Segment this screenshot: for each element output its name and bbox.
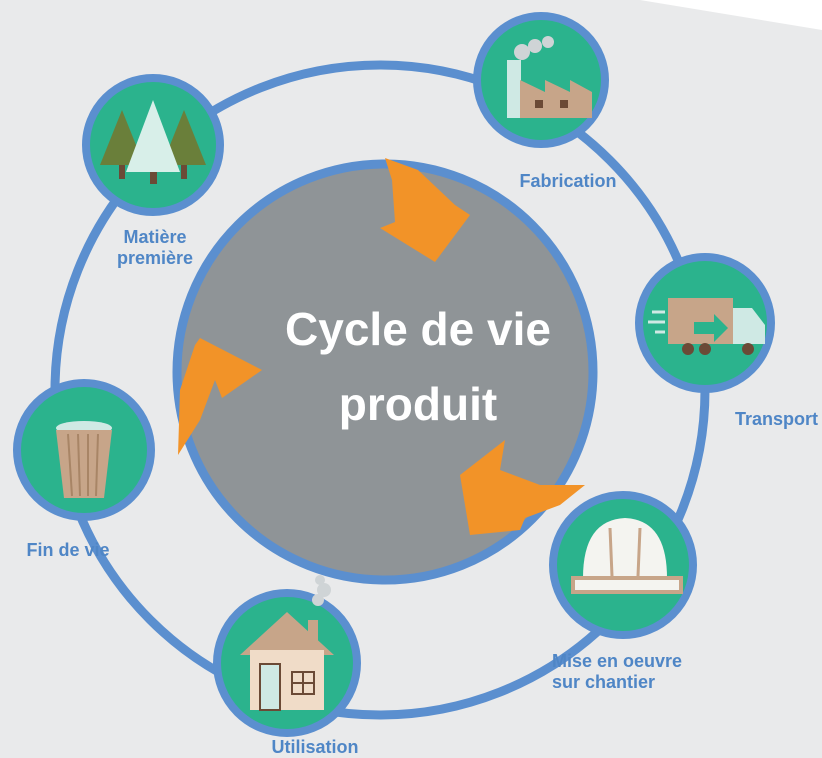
matiere-premiere-label-line2: première [117, 248, 193, 268]
arrow-left-icon [178, 338, 262, 455]
utilisation-label: Utilisation [271, 737, 358, 757]
center-title-line1: Cycle de vie [285, 303, 551, 355]
matiere-premiere-label-line1: Matière [123, 227, 186, 247]
arrow-top-icon [380, 158, 470, 262]
arrow-bottom-icon [460, 440, 585, 535]
trees-icon [100, 100, 206, 184]
fabrication-label: Fabrication [519, 171, 616, 191]
house-icon [240, 575, 334, 711]
stage-matiere-premiere: Matière première [82, 74, 224, 268]
stage-fin-de-vie: Fin de vie [13, 379, 155, 560]
fin-de-vie-label: Fin de vie [26, 540, 109, 560]
truck-icon [648, 298, 765, 355]
hard-hat-icon [571, 518, 683, 594]
mise-en-oeuvre-label-line2: sur chantier [552, 672, 655, 692]
mise-en-oeuvre-label-line1: Mise en oeuvre [552, 651, 682, 671]
stage-fabrication: Fabrication [473, 12, 617, 191]
cycle-arrows [178, 158, 585, 535]
stage-transport: Transport [635, 253, 818, 429]
fabrication-badge [473, 12, 609, 148]
factory-icon [507, 36, 592, 118]
trash-bin-icon [56, 421, 112, 498]
stage-utilisation: Utilisation [213, 575, 361, 757]
transport-label: Transport [735, 409, 818, 429]
center-title-line2: produit [339, 378, 497, 430]
stage-mise-en-oeuvre: Mise en oeuvre sur chantier [549, 491, 697, 692]
